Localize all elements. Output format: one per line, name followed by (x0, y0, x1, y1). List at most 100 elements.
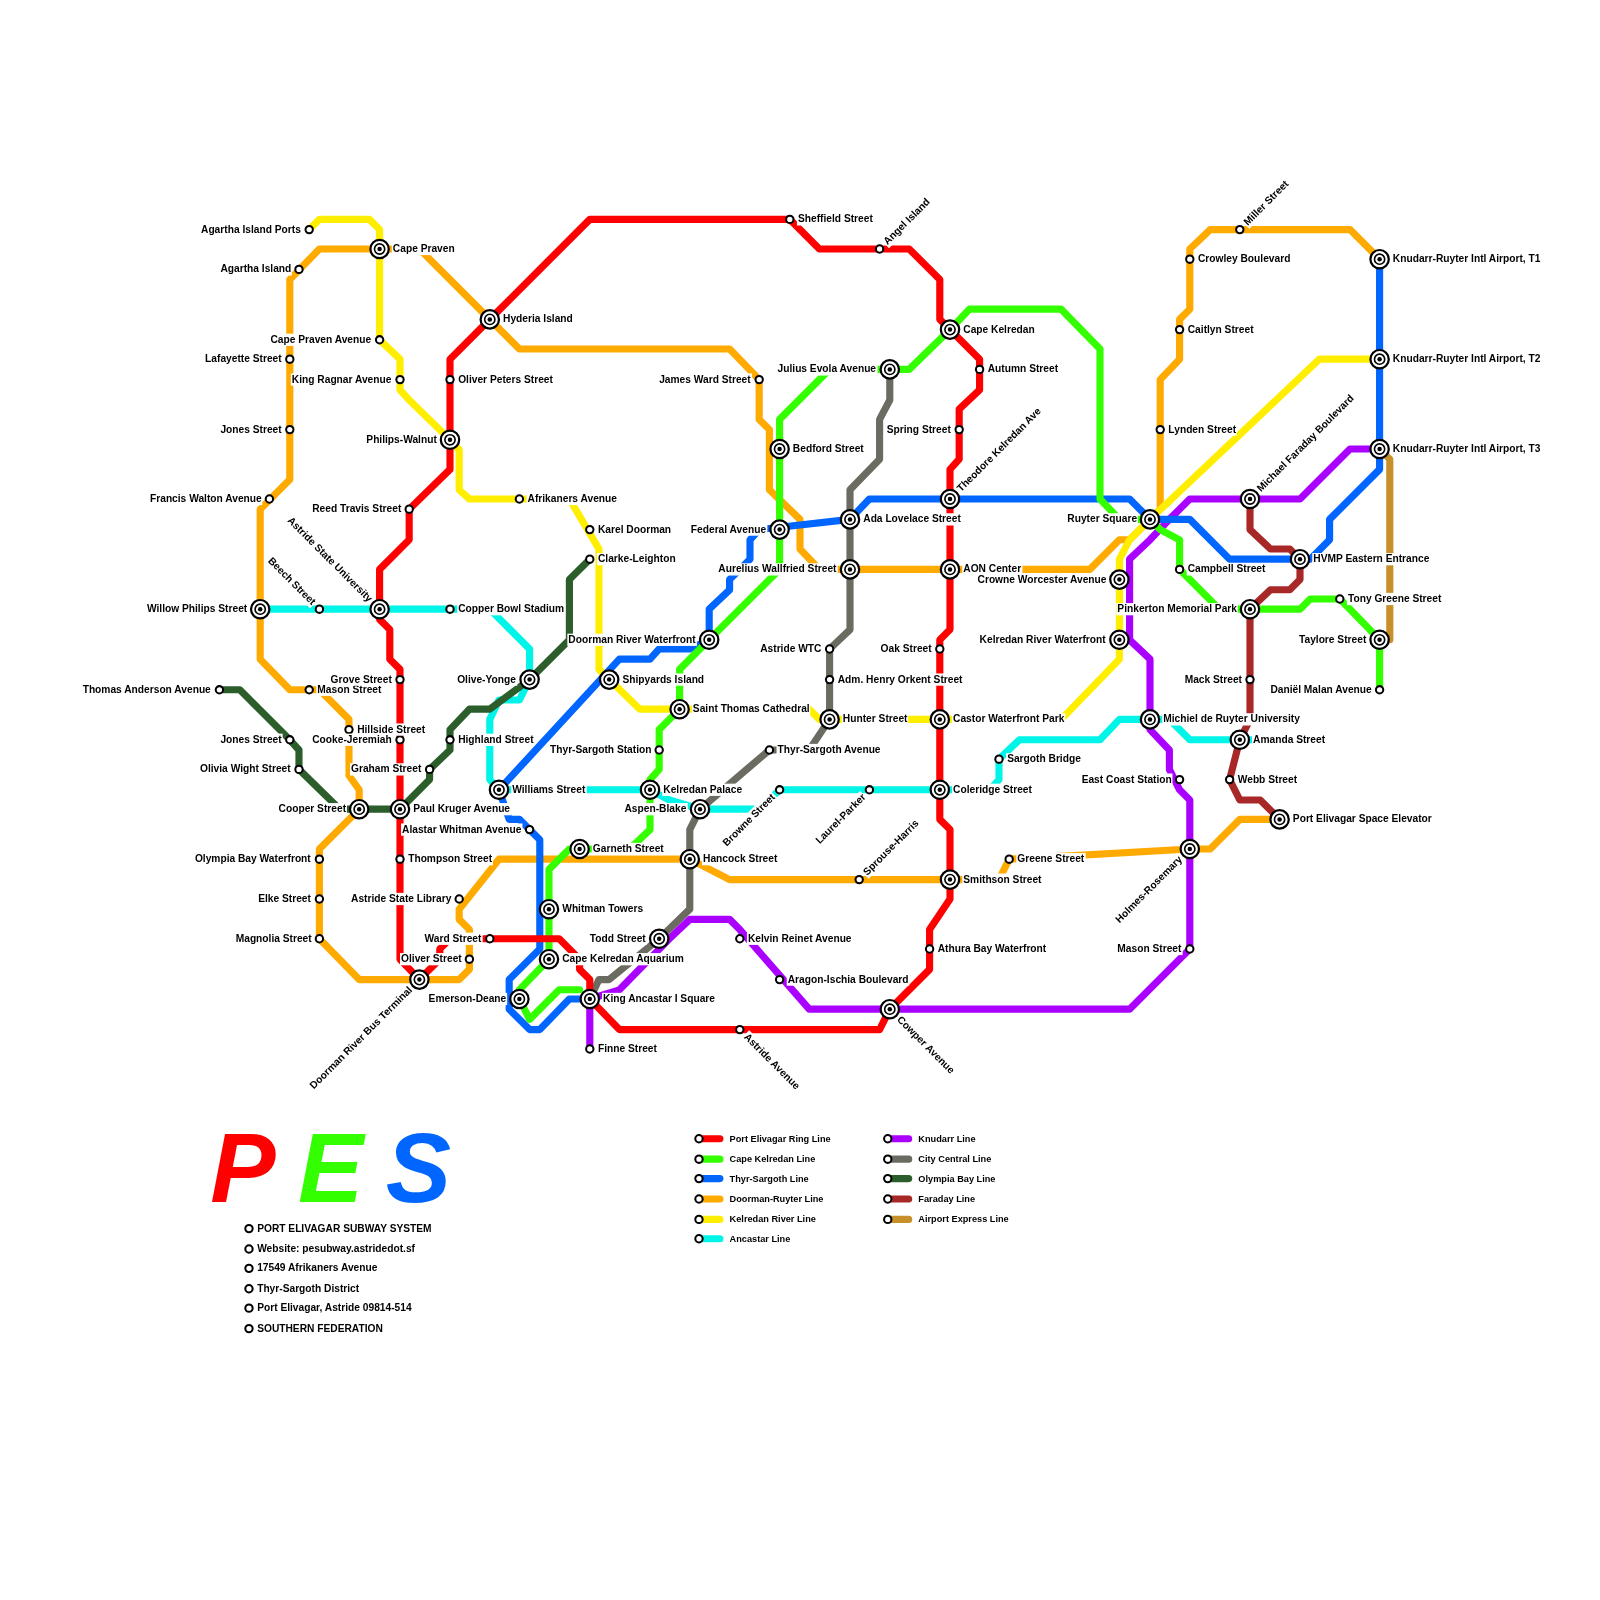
interchange-marker (1241, 600, 1259, 618)
subway-line (1380, 449, 1390, 640)
legend-text: Doorman-Ruyter Line (730, 1193, 824, 1204)
interchange-marker (681, 850, 699, 868)
legend-marker (884, 1175, 891, 1182)
station-marker (245, 1225, 252, 1232)
station-marker (586, 526, 593, 533)
station-label: PORT ELIVAGAR SUBWAY SYSTEM (256, 1222, 432, 1234)
station-label: Beech Street (265, 554, 319, 608)
station-label: Pinkerton Memorial Park (1116, 603, 1238, 615)
station-label: Hunter Street (842, 713, 909, 725)
interchange-ring (774, 444, 784, 454)
interchange-marker (1110, 570, 1128, 588)
station-marker (736, 935, 743, 942)
station-label: Lynden Street (1167, 423, 1237, 435)
station-label: Oak Street (880, 643, 933, 655)
station-label: Agartha Island (219, 263, 292, 275)
station-marker (516, 495, 523, 502)
station-marker (526, 826, 533, 833)
legend-text: Faraday Line (918, 1193, 975, 1204)
interchange-marker (1231, 731, 1249, 749)
station-label: Greene Street (1016, 853, 1085, 865)
interchange-ring (935, 785, 945, 795)
station-label: Jones Street (219, 423, 282, 435)
legend-marker (695, 1156, 702, 1163)
interchange-marker (350, 800, 368, 818)
legend-text: Thyr-Sargoth Line (730, 1173, 809, 1184)
station-marker (396, 856, 403, 863)
station-label: Alastar Whitman Avenue (401, 823, 522, 835)
station-label: Sheffield Street (797, 213, 874, 225)
interchange-ring (414, 974, 424, 984)
station-marker (826, 645, 833, 652)
station-label: Willow Philips Street (146, 603, 248, 615)
station-label: Highland Street (457, 734, 534, 746)
station-label: Miller Street (1240, 178, 1291, 229)
station-marker (245, 1245, 252, 1252)
station-label: Mason Street (1116, 943, 1182, 955)
interchange-dot (377, 247, 381, 251)
interchange-marker (441, 431, 459, 449)
station-marker (926, 945, 933, 952)
interchange-ring (1374, 354, 1384, 364)
station-label: Cowper Avenue (894, 1013, 958, 1077)
interchange-ring (845, 564, 855, 574)
interchange-marker (370, 240, 388, 258)
interchange-marker (931, 710, 949, 728)
interchange-ring (1245, 604, 1255, 614)
interchange-marker (370, 600, 388, 618)
station-marker (306, 226, 313, 233)
station-marker (316, 935, 323, 942)
station-marker (396, 376, 403, 383)
interchange-ring (885, 364, 895, 374)
station-label: Aspen-Blake (623, 803, 687, 815)
station-label: Theodore Kelredan Ave (954, 404, 1045, 495)
station-marker (316, 895, 323, 902)
interchange-ring (494, 785, 504, 795)
interchange-marker (391, 800, 409, 818)
interchange-dot (948, 327, 952, 331)
station-label: Grove Street (330, 673, 393, 685)
interchange-ring (604, 674, 614, 684)
logo-title: PES (210, 1119, 473, 1217)
station-marker (586, 556, 593, 563)
station-marker (406, 506, 413, 513)
station-marker (1176, 566, 1183, 573)
station-marker (995, 756, 1002, 763)
interchange-marker (481, 310, 499, 328)
station-label: Whitman Towers (561, 903, 644, 915)
station-label: Caitlyn Street (1187, 323, 1255, 335)
station-marker (396, 736, 403, 743)
station-label: Cape Praven (392, 243, 456, 255)
station-label: Michiel de Ruyter University (1162, 713, 1301, 725)
station-label: Autumn Street (987, 363, 1059, 375)
station-marker (286, 356, 293, 363)
station-label: Sprouse-Harris (860, 817, 922, 879)
interchange-dot (588, 997, 592, 1001)
interchange-marker (941, 320, 959, 338)
station-label: Cape Kelredan Aquarium (561, 953, 685, 965)
interchange-marker (841, 560, 859, 578)
station-label: Adm. Henry Orkent Street (837, 673, 964, 685)
interchange-dot (938, 717, 942, 721)
interchange-dot (1248, 607, 1252, 611)
station-marker (786, 216, 793, 223)
station-label: Julius Evola Avenue (777, 363, 878, 375)
station-marker (456, 895, 463, 902)
subway-line (1230, 499, 1300, 819)
station-label: Cooper Street (278, 803, 348, 815)
station-marker (826, 676, 833, 683)
interchange-ring (524, 674, 534, 684)
station-label: Cooke-Jeremiah (311, 734, 392, 746)
station-label: Crowne Worcester Avenue (977, 573, 1108, 585)
interchange-marker (1110, 631, 1128, 649)
interchange-dot (1377, 447, 1381, 451)
station-label: Clarke-Leighton (597, 553, 677, 565)
interchange-ring (1245, 494, 1255, 504)
station-label: Oliver Street (400, 953, 463, 965)
station-label: Knudarr-Ruyter Intl Airport, T2 (1392, 353, 1542, 365)
interchange-ring (885, 1004, 895, 1014)
station-label: Finne Street (597, 1043, 658, 1055)
station-label: East Coast Station (1081, 773, 1173, 785)
